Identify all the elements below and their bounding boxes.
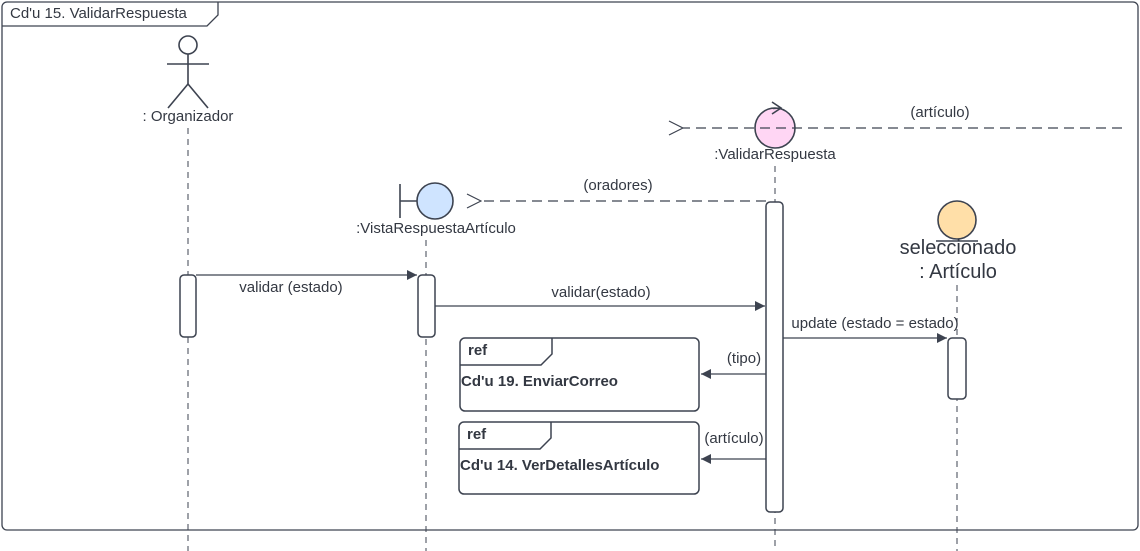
- message-tipo-label: (tipo): [727, 350, 761, 367]
- message-update-label: update (estado = estado): [791, 315, 958, 332]
- ref-keyword: ref: [468, 342, 488, 359]
- message-articulo-return-label: (artículo): [910, 104, 969, 121]
- actor-organizador-icon: [167, 35, 209, 109]
- frame-title: Cd'u 15. ValidarRespuesta: [10, 5, 188, 22]
- activation-entity: [947, 337, 967, 400]
- frame-title-tab: [2, 2, 219, 27]
- diagram-frame: [1, 1, 1139, 531]
- actor-organizador-label: : Organizador: [143, 108, 234, 125]
- ref-frame-enviar-correo: ref Cd'u 19. EnviarCorreo: [459, 337, 700, 412]
- ref-keyword: ref: [467, 426, 487, 443]
- ref-title: Cd'u 19. EnviarCorreo: [461, 373, 618, 390]
- entity-icon: [936, 200, 978, 242]
- boundary-icon: [399, 182, 454, 220]
- message-validar-2-label: validar(estado): [551, 284, 650, 301]
- message-articulo-ref-label: (artículo): [704, 430, 763, 447]
- boundary-vista-label: :VistaRespuestaArtículo: [356, 220, 516, 237]
- entity-label-line1: seleccionado: [900, 237, 1017, 259]
- activation-organizador: [179, 274, 197, 338]
- message-validar-1-label: validar (estado): [239, 279, 342, 296]
- control-icon: [754, 101, 796, 149]
- activation-controller: [765, 201, 784, 513]
- entity-label-line2: : Artículo: [919, 261, 997, 283]
- ref-frame-ver-detalles: ref Cd'u 14. VerDetallesArtículo: [458, 421, 700, 495]
- control-validar-label: :ValidarRespuesta: [714, 146, 836, 163]
- message-oradores-label: (oradores): [583, 177, 652, 194]
- activation-vista: [417, 274, 436, 338]
- ref-title: Cd'u 14. VerDetallesArtículo: [460, 457, 659, 474]
